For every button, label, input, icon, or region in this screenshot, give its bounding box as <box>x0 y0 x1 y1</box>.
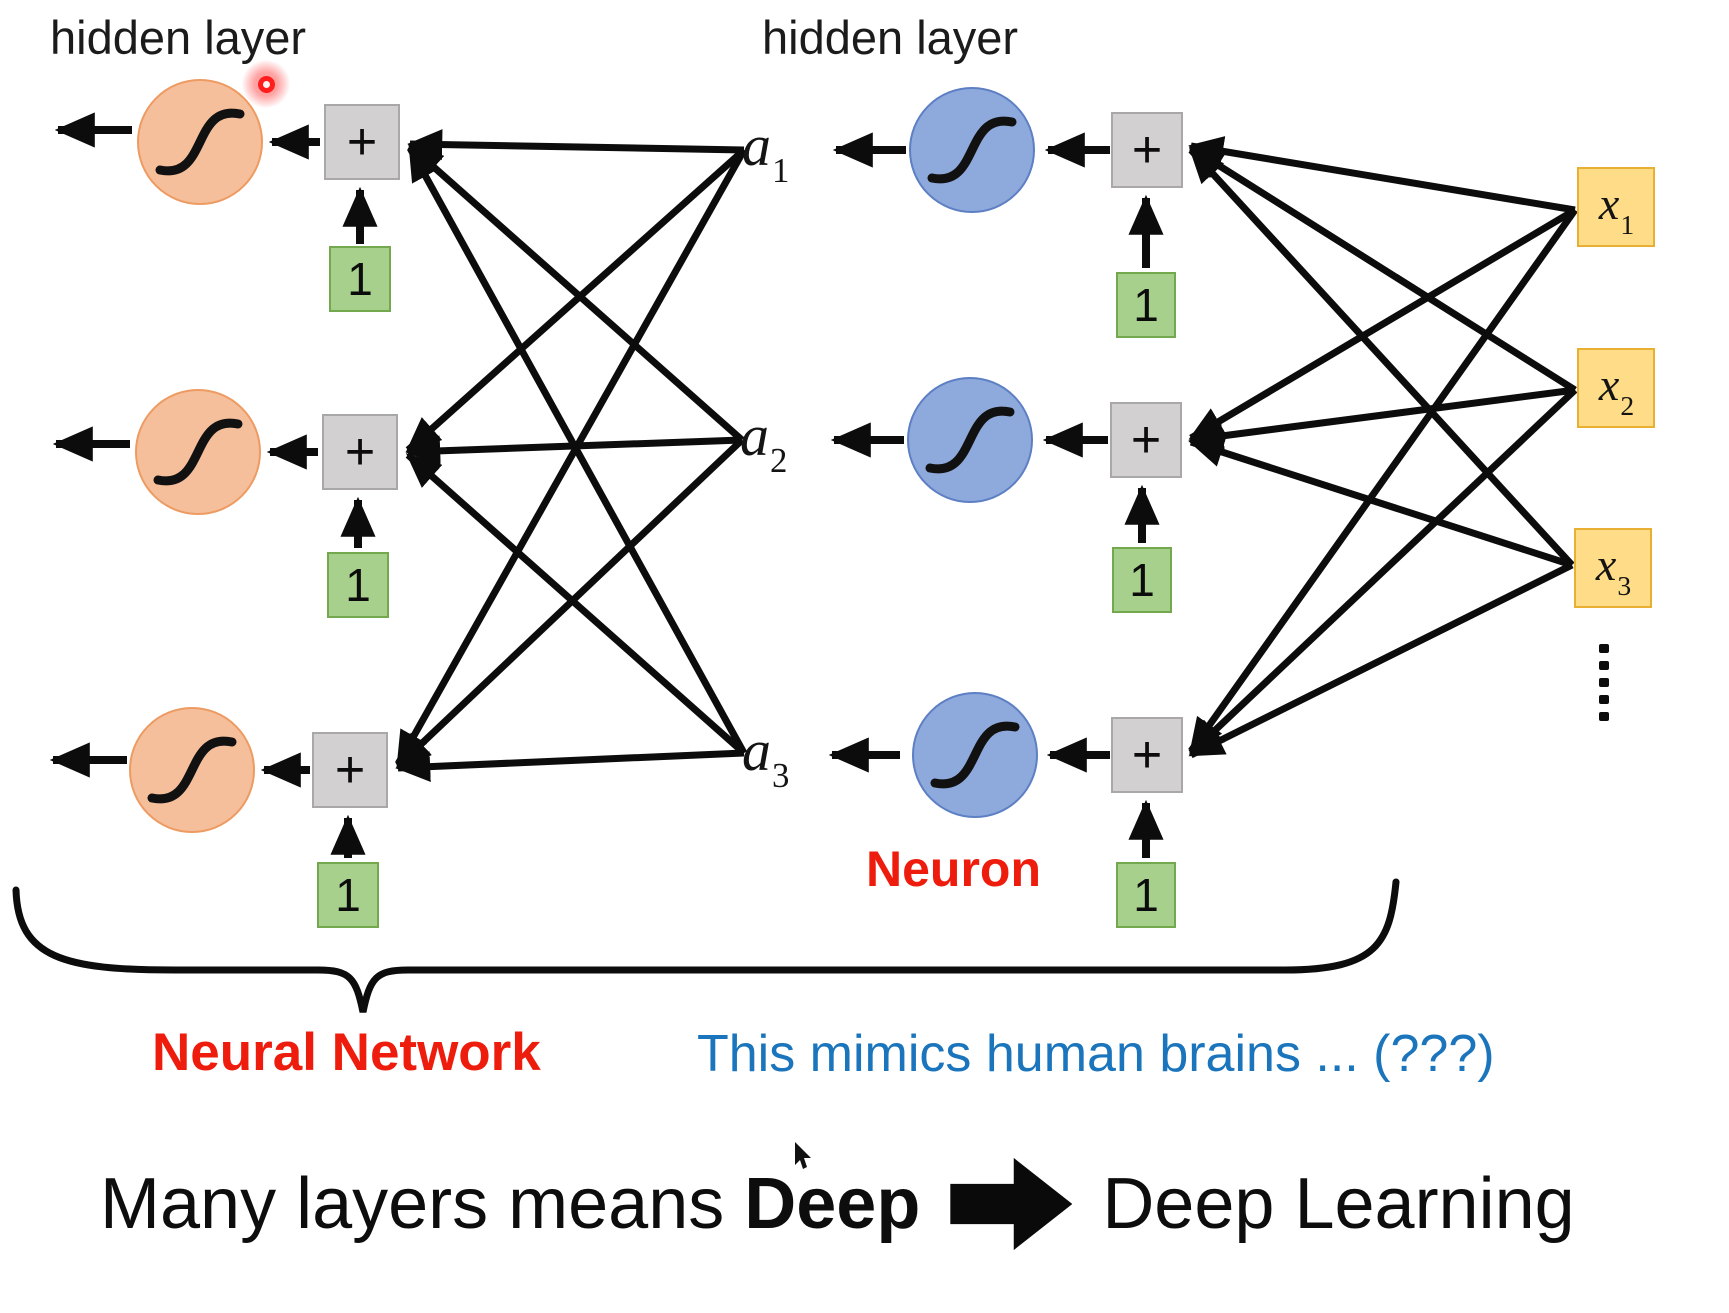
bias-arrows <box>330 186 1164 858</box>
laser-pointer-dot <box>242 60 290 108</box>
sigmoid-curve-icon <box>925 406 1015 474</box>
hidden-neuron-3 <box>912 692 1038 818</box>
caption-deep: Deep <box>744 1164 921 1244</box>
caption-prefix: Many layers means <box>100 1164 725 1244</box>
hidden-neuron-1 <box>909 87 1035 213</box>
output-neuron-2 <box>135 389 261 515</box>
caption-suffix: Deep Learning <box>1102 1164 1575 1244</box>
plus-icon: + <box>344 423 376 481</box>
laser-pointer-ring <box>257 75 275 93</box>
input-box-x2: x2 <box>1577 348 1655 428</box>
output-neuron-3 <box>129 707 255 833</box>
neural-network-annotation: Neural Network <box>152 1023 541 1082</box>
hidden-to-output-weights <box>394 129 748 782</box>
bias-value: 1 <box>345 559 371 611</box>
input-to-hidden-weights <box>1188 136 1578 759</box>
plus-icon: + <box>1131 121 1163 179</box>
input-box-x1: x1 <box>1577 167 1655 247</box>
bias-box: 1 <box>1112 547 1172 613</box>
hidden-layer-label-right: hidden layer <box>762 11 1019 64</box>
sum-box: + <box>312 732 388 808</box>
sum-box: + <box>1110 402 1182 478</box>
mouse-cursor-icon <box>795 1142 811 1169</box>
bias-box: 1 <box>1116 862 1176 928</box>
bias-value: 1 <box>335 869 361 921</box>
sigmoid-curve-icon <box>155 108 245 176</box>
sigmoid-curve-icon <box>930 721 1020 789</box>
plus-icon: + <box>334 741 366 799</box>
output-neuron-1 <box>137 79 263 205</box>
bias-box: 1 <box>327 552 389 618</box>
block-right-arrow-icon <box>950 1157 1073 1251</box>
output-arrows <box>49 112 1110 788</box>
bias-value: 1 <box>1129 554 1155 606</box>
deep-learning-caption: Many layers means Deep Deep Learning <box>100 1152 1575 1256</box>
sigmoid-curve-icon <box>927 116 1017 184</box>
hidden-layer-label-left: hidden layer <box>50 11 307 64</box>
sum-box: + <box>324 104 400 180</box>
sigmoid-curve-icon <box>153 418 243 486</box>
bias-box: 1 <box>1116 272 1176 338</box>
mimics-note: This mimics human brains ... (???) <box>697 1025 1495 1083</box>
plus-icon: + <box>346 113 378 171</box>
input-box-x3: x3 <box>1574 528 1652 608</box>
plus-icon: + <box>1131 726 1163 784</box>
vertical-ellipsis <box>1599 644 1609 721</box>
activation-label-a3: a3 <box>742 718 790 795</box>
bias-box: 1 <box>317 862 379 928</box>
bias-value: 1 <box>1133 869 1159 921</box>
hidden-neuron-2 <box>907 377 1033 503</box>
brace-under-network <box>12 878 1400 1013</box>
activation-label-a1: a1 <box>742 113 790 190</box>
bias-value: 1 <box>1133 279 1159 331</box>
sum-box: + <box>1111 717 1183 793</box>
sum-box: + <box>1111 112 1183 188</box>
neuron-annotation: Neuron <box>866 841 1041 897</box>
sigmoid-curve-icon <box>147 736 237 804</box>
bias-box: 1 <box>329 246 391 312</box>
plus-icon: + <box>1130 411 1162 469</box>
bias-value: 1 <box>347 253 373 305</box>
activation-label-a2: a2 <box>740 403 788 480</box>
sum-box: + <box>322 414 398 490</box>
